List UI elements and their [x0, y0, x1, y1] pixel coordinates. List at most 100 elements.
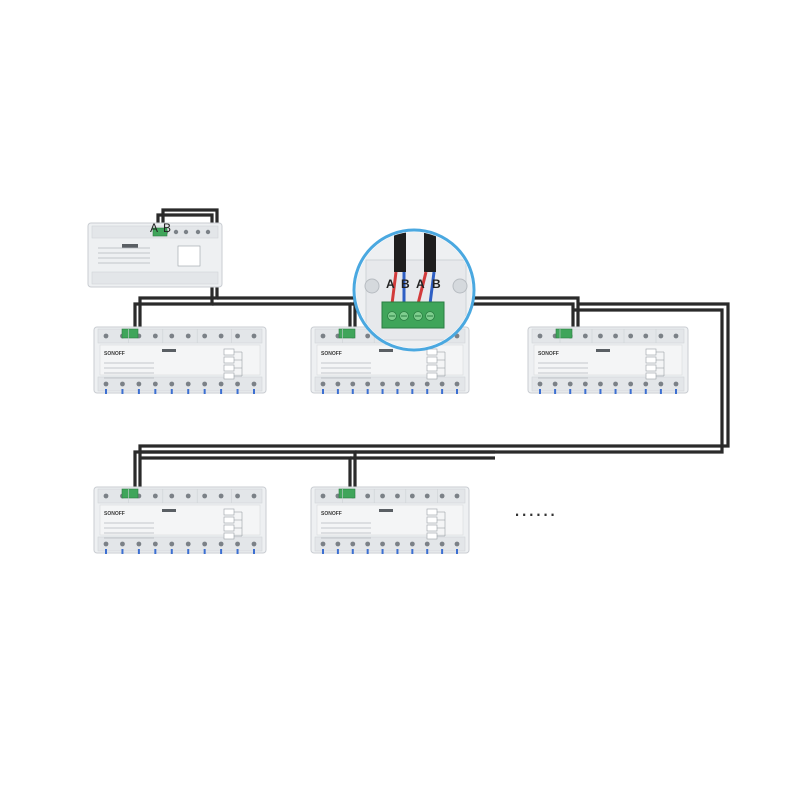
din-clip-mark — [236, 549, 239, 554]
screw-terminal — [628, 333, 634, 339]
screw-terminal — [169, 541, 175, 547]
gateway-body — [87, 222, 223, 288]
screw-terminal — [218, 333, 224, 339]
screw-terminal — [439, 493, 445, 499]
din-clip-mark — [599, 389, 602, 394]
rs485-terminal-block — [152, 227, 168, 237]
bus-cable-segment — [212, 302, 352, 330]
relay-output — [426, 532, 438, 540]
screw-terminal — [103, 333, 109, 339]
screw-terminal — [202, 541, 208, 547]
screw-terminal — [335, 541, 341, 547]
relay-output — [223, 372, 235, 380]
screw-terminal — [152, 333, 158, 339]
bottom-terminal-strip — [531, 376, 685, 392]
relay-output — [223, 356, 235, 364]
din-clip-mark — [203, 549, 206, 554]
bottom-terminal-strip — [97, 376, 263, 392]
din-clip-mark — [121, 549, 124, 554]
screw-terminal — [202, 333, 208, 339]
device-module: SONOFF — [527, 326, 689, 394]
din-clip-mark — [396, 389, 399, 394]
zoom-cable-right — [424, 232, 436, 272]
din-clip-mark — [351, 549, 354, 554]
brand-label: SONOFF — [321, 511, 342, 517]
relay-output — [223, 364, 235, 372]
screw-terminal — [409, 493, 415, 499]
screw-terminal — [202, 493, 208, 499]
screw-terminal — [136, 541, 142, 547]
screw-terminal — [152, 541, 158, 547]
device-module: SONOFF — [93, 326, 267, 394]
screw-terminal — [350, 541, 356, 547]
screw-terminal — [439, 381, 445, 387]
screw-terminal — [613, 381, 618, 387]
bus-cable-segment — [133, 308, 724, 490]
din-clip-mark — [322, 549, 324, 554]
screw-terminal — [103, 493, 109, 499]
din-clip-mark — [170, 389, 173, 394]
screw-terminal — [598, 333, 603, 339]
din-clip-mark — [336, 389, 339, 394]
screw-terminal — [598, 381, 603, 387]
din-clip-mark — [584, 389, 587, 394]
relay-output — [426, 348, 438, 356]
din-clip-mark — [411, 549, 414, 554]
brand-label: SONOFF — [104, 351, 125, 357]
din-clip-mark — [351, 389, 354, 394]
screw-terminal — [235, 493, 240, 499]
relay-output — [426, 524, 438, 532]
screw-terminal — [673, 333, 679, 339]
din-clip-mark — [366, 549, 369, 554]
screw-terminal — [235, 541, 240, 547]
screw-terminal — [567, 381, 573, 387]
din-clip-mark — [381, 389, 384, 394]
screw-terminal — [350, 381, 356, 387]
relay-output — [223, 348, 235, 356]
screw-terminal — [409, 381, 415, 387]
model-label — [162, 349, 176, 352]
screw-terminal — [183, 229, 189, 235]
screw-terminal — [136, 381, 142, 387]
screw-terminal — [320, 333, 326, 339]
screw-terminal — [235, 333, 240, 339]
gateway-terminal-b-label: B — [163, 221, 171, 235]
din-clip-mark — [644, 389, 647, 394]
din-clip-mark — [137, 549, 140, 554]
din-clip-mark — [426, 389, 429, 394]
device-module: SONOFF — [93, 486, 267, 554]
din-clip-mark — [675, 389, 677, 394]
zoom-terminal-label: A — [386, 277, 395, 291]
screw-terminal — [424, 493, 430, 499]
relay-output — [426, 516, 438, 524]
din-clip-mark — [659, 389, 662, 394]
screw-terminal — [395, 493, 400, 499]
screw-terminal — [537, 333, 543, 339]
bottom-terminal-strip — [314, 536, 466, 552]
din-clip-mark — [203, 389, 206, 394]
screw-terminal — [103, 541, 109, 547]
screw-terminal — [218, 381, 224, 387]
din-clip-mark — [105, 549, 107, 554]
screw-terminal — [218, 493, 224, 499]
screw-terminal — [454, 493, 460, 499]
screw-terminal — [251, 493, 257, 499]
din-clip-mark — [105, 389, 107, 394]
din-clip-mark — [187, 549, 190, 554]
screw-terminal — [454, 381, 460, 387]
screw-terminal — [185, 333, 191, 339]
din-clip-mark — [336, 549, 339, 554]
relay-output — [645, 356, 657, 364]
brand-label: SONOFF — [538, 351, 559, 357]
screw-terminal — [251, 541, 257, 547]
din-clip-mark — [121, 389, 124, 394]
rs485-terminal-block — [338, 488, 356, 499]
din-clip-mark — [381, 549, 384, 554]
zoom-wire — [390, 271, 398, 305]
screw-terminal — [582, 333, 588, 339]
din-clip-mark — [137, 389, 140, 394]
relay-output — [223, 508, 235, 516]
screw-terminal — [380, 541, 385, 547]
